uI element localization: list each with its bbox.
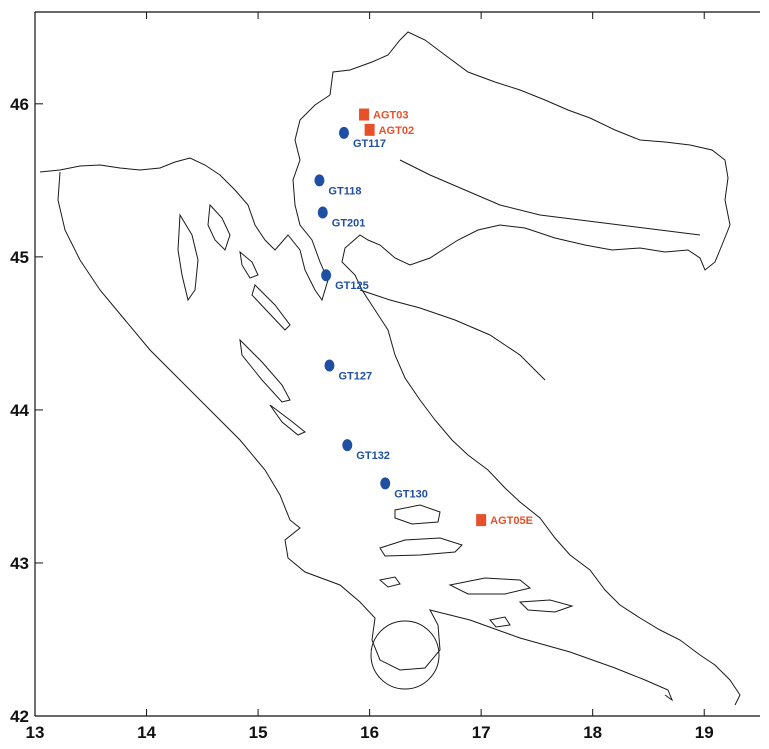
stations: AGT03AGT02GT117GT118GT201GT125GT127GT132… <box>314 108 533 527</box>
island-hvar <box>379 537 463 557</box>
station-label: GT130 <box>394 488 428 500</box>
station-label: GT118 <box>328 185 361 197</box>
gt-station-marker <box>342 439 353 452</box>
island-korcula <box>448 577 532 595</box>
gt-station-marker <box>314 174 325 187</box>
x-tick-label: 19 <box>695 723 714 742</box>
station-label: GT132 <box>356 450 390 462</box>
island-kornati <box>269 404 306 436</box>
palagruza-zone <box>370 620 440 690</box>
river-sava <box>359 289 546 381</box>
x-tick-label: 14 <box>137 723 156 742</box>
river-drava <box>399 159 701 236</box>
x-tick-label: 17 <box>472 723 491 742</box>
island-pag <box>251 284 291 331</box>
gt-station-marker <box>338 126 349 139</box>
istria-coast <box>39 94 331 302</box>
sea-boundary <box>57 171 674 702</box>
island-vis <box>378 576 401 588</box>
y-tick-label: 45 <box>10 248 29 267</box>
gt-station-marker <box>321 269 332 282</box>
coastline-outline <box>39 31 741 706</box>
gt-station-marker <box>324 359 335 372</box>
y-tick-label: 43 <box>10 554 29 573</box>
x-tick-label: 18 <box>583 723 602 742</box>
y-tick-label: 42 <box>10 707 29 726</box>
y-axis-ticks: 42 43 44 45 46 <box>10 95 43 726</box>
y-tick-label: 46 <box>10 95 29 114</box>
y-tick-label: 44 <box>10 401 29 420</box>
station-label: AGT05E <box>490 515 533 527</box>
island-krk <box>207 203 231 251</box>
island-lastovo <box>489 616 511 628</box>
x-axis-ticks: 13 14 15 16 17 18 19 <box>26 12 714 742</box>
station-label: GT127 <box>338 371 372 383</box>
island-dugi <box>239 338 291 403</box>
agt-station-marker <box>364 123 375 136</box>
agt-station-marker <box>476 514 487 527</box>
map-frame <box>34 11 760 717</box>
agt-station-marker <box>359 108 370 121</box>
gt-station-marker <box>317 206 328 219</box>
station-label: GT201 <box>332 217 366 229</box>
station-label: GT117 <box>353 138 386 150</box>
station-label: GT125 <box>335 280 369 292</box>
x-tick-label: 15 <box>249 723 268 742</box>
station-label: AGT02 <box>379 125 414 137</box>
island-mljet <box>518 599 574 613</box>
x-tick-label: 16 <box>360 723 379 742</box>
x-tick-label: 13 <box>26 723 45 742</box>
station-label: AGT03 <box>373 110 408 122</box>
island-cres <box>177 213 199 302</box>
gt-station-marker <box>380 477 391 490</box>
croatia-border <box>329 31 741 706</box>
island-rab <box>239 250 259 279</box>
island-brac <box>394 504 441 525</box>
